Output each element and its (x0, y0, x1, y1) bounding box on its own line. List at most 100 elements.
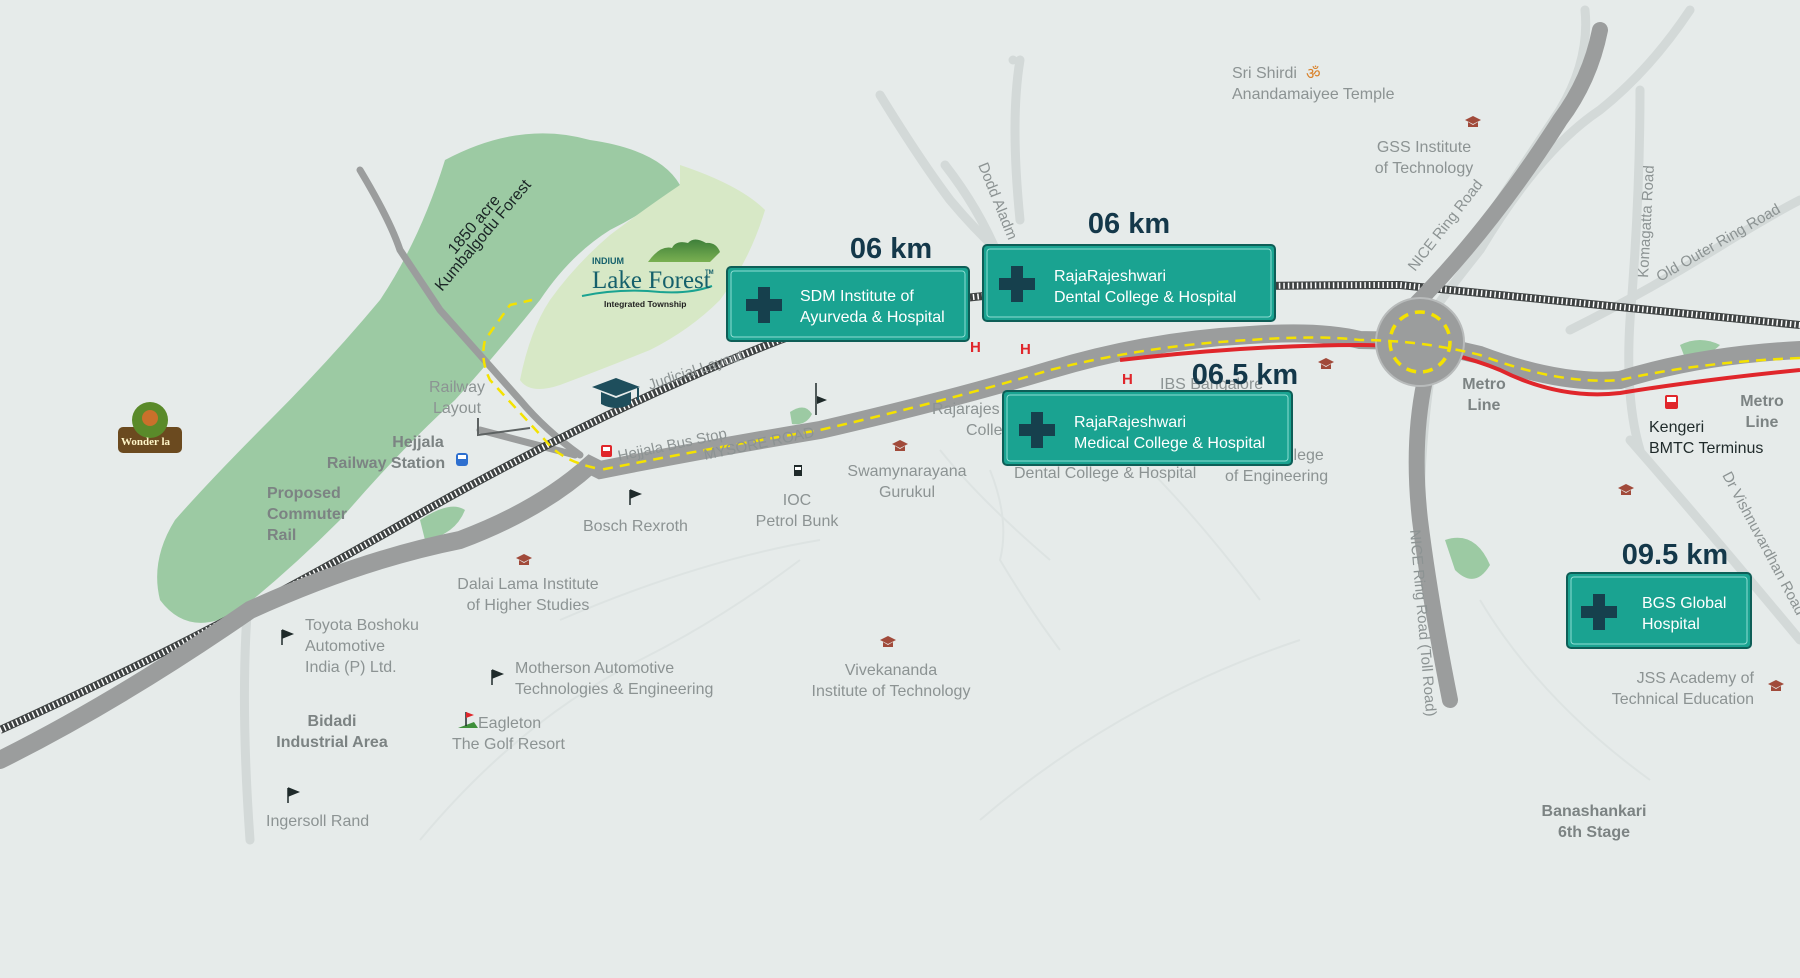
medical-cross-icon (1019, 412, 1055, 448)
svg-text:RajaRajeshwari: RajaRajeshwari (1054, 268, 1166, 285)
hospital-marker: H (1122, 371, 1133, 388)
hospital-sign-bgs: 09.5 km BGS Global Hospital (1566, 539, 1752, 649)
svg-text:IBS Bangalore: IBS Bangalore (1160, 376, 1263, 393)
lake-forest-logo: INDIUM Lake Forest TM Integrated Townshi… (581, 239, 720, 309)
svg-text:Integrated Township: Integrated Township (604, 299, 686, 309)
svg-text:Line: Line (1746, 414, 1779, 431)
svg-text:Technologies & Engineering: Technologies & Engineering (515, 681, 713, 698)
svg-text:IOC: IOC (783, 492, 811, 509)
bus-terminus-icon (1665, 395, 1678, 409)
hospital-marker: H (970, 339, 981, 356)
college-icon (880, 636, 896, 647)
svg-text:Colle: Colle (966, 422, 1003, 439)
svg-text:Rail: Rail (267, 527, 296, 544)
svg-text:Gurukul: Gurukul (879, 484, 935, 501)
education-cap-icon (592, 378, 640, 408)
forest-patch (518, 251, 545, 290)
distance-label: 09.5 km (1622, 539, 1728, 571)
svg-text:Dalai Lama Institute: Dalai Lama Institute (457, 576, 599, 593)
bus-stop-icon (601, 445, 612, 457)
local-roads (356, 166, 584, 459)
hospital-sign-rr-dental: 06 km RajaRajeshwari Dental College & Ho… (982, 208, 1276, 322)
svg-text:INDIUM: INDIUM (592, 256, 624, 266)
svg-text:The Golf Resort: The Golf Resort (452, 736, 565, 753)
hospital-sign-sdm: 06 km SDM Institute of Ayurveda & Hospit… (726, 233, 970, 342)
college-icon (1618, 484, 1634, 495)
distance-label: 06.5 km (1192, 359, 1298, 391)
svg-text:llege: llege (1290, 447, 1324, 464)
svg-text:Metro: Metro (1462, 376, 1506, 393)
road-label-komagatta: Komagatta Road (1635, 165, 1658, 278)
route-path (482, 298, 1800, 472)
flag-icons (281, 383, 827, 803)
svg-text:of Technology: of Technology (1375, 160, 1473, 177)
svg-text:Institute of Technology: Institute of Technology (812, 683, 971, 700)
om-icon: ॐ (1306, 64, 1321, 83)
college-icons (516, 116, 1784, 691)
svg-text:Medical College & Hospital: Medical College & Hospital (1074, 435, 1265, 452)
svg-text:6th Stage: 6th Stage (1558, 824, 1630, 841)
svg-text:Hejjala: Hejjala (392, 434, 444, 451)
svg-text:Dental College & Hospital: Dental College & Hospital (1014, 465, 1196, 482)
svg-text:Railway Station: Railway Station (327, 455, 445, 472)
svg-text:Banashankari: Banashankari (1542, 803, 1647, 820)
svg-text:Kengeri: Kengeri (1649, 419, 1704, 436)
svg-text:BGS Global: BGS Global (1642, 595, 1726, 612)
svg-text:Ayurveda & Hospital: Ayurveda & Hospital (800, 309, 945, 326)
train-station-icon (456, 453, 468, 466)
lake-forest-water-icon (581, 285, 713, 297)
flag-icon (629, 489, 643, 505)
svg-text:Eagleton: Eagleton (478, 715, 541, 732)
wonderla-mascot-icon (142, 410, 158, 426)
svg-text:Commuter: Commuter (267, 506, 347, 523)
svg-text:Petrol Bunk: Petrol Bunk (756, 513, 840, 530)
svg-text:JSS Academy of: JSS Academy of (1637, 670, 1755, 687)
college-icon (892, 440, 908, 451)
svg-text:Wonder la: Wonder la (121, 436, 171, 448)
svg-text:Anandamaiyee Temple: Anandamaiyee Temple (1232, 86, 1395, 103)
svg-text:BMTC Terminus: BMTC Terminus (1649, 440, 1763, 457)
petrol-pump-icon (794, 465, 802, 476)
college-icon (1465, 116, 1481, 127)
svg-text:Industrial Area: Industrial Area (276, 734, 388, 751)
distance-label: 06 km (850, 233, 932, 265)
medical-cross-icon (746, 287, 782, 323)
distance-label: 06 km (1088, 208, 1170, 240)
svg-text:RajaRajeshwari: RajaRajeshwari (1074, 414, 1186, 431)
college-icon (1318, 358, 1334, 369)
svg-text:Railway: Railway (429, 379, 485, 396)
svg-text:Hospital: Hospital (1642, 616, 1700, 633)
svg-text:Layout: Layout (433, 400, 482, 417)
wonderla-board (118, 427, 182, 453)
green-patch (420, 506, 465, 540)
svg-text:Bosch Rexroth: Bosch Rexroth (583, 518, 688, 535)
svg-text:Proposed: Proposed (267, 485, 341, 502)
svg-text:Line: Line (1468, 397, 1501, 414)
svg-text:Lake Forest: Lake Forest (592, 267, 711, 294)
svg-text:GSS Institute: GSS Institute (1377, 139, 1471, 156)
svg-text:Toyota Boshoku: Toyota Boshoku (305, 617, 419, 634)
green-patch (790, 407, 812, 425)
svg-text:Rajarajes: Rajarajes (932, 401, 1000, 418)
svg-text:TM: TM (705, 270, 714, 276)
svg-text:Vivekananda: Vivekananda (845, 662, 937, 679)
college-icon (516, 554, 532, 565)
flag-icon (281, 629, 295, 645)
svg-text:SDM Institute of: SDM Institute of (800, 288, 914, 305)
svg-text:Sri Shirdi: Sri Shirdi (1232, 65, 1297, 82)
lake-forest-area (520, 165, 765, 389)
medical-cross-icon (1581, 594, 1617, 630)
medical-cross-icon (999, 266, 1035, 302)
green-patch (1445, 537, 1490, 579)
svg-text:Metro: Metro (1740, 393, 1784, 410)
flag-icon (817, 396, 827, 404)
college-icon (1768, 680, 1784, 691)
svg-text:Automotive: Automotive (305, 638, 385, 655)
wonderla-logo: Wonder la (118, 402, 182, 453)
railway-layout-road (477, 418, 531, 437)
minor-roads (419, 449, 1651, 841)
hospital-marker: H (1020, 341, 1031, 358)
golf-icon (458, 712, 478, 728)
svg-text:Bidadi: Bidadi (308, 713, 357, 730)
hospital-markers: H H H (970, 339, 1133, 388)
